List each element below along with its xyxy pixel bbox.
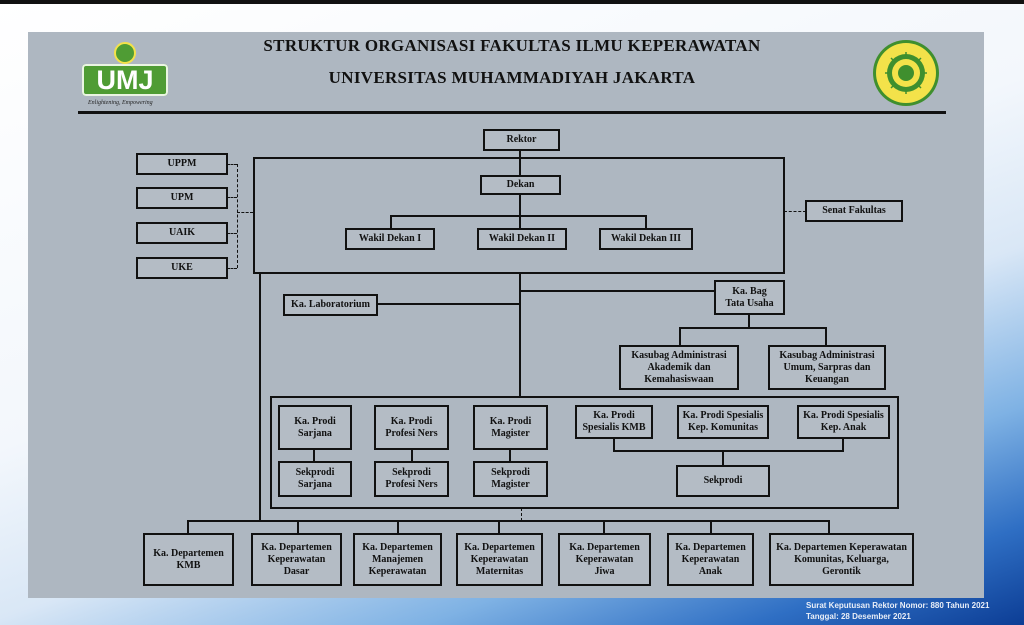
- node-prodi-sarjana: Ka. Prodi Sarjana: [278, 405, 352, 450]
- node-prodi-profesi-ners: Ka. Prodi Profesi Ners: [374, 405, 449, 450]
- node-uppm: UPPM: [136, 153, 228, 175]
- node-laboratorium: Ka. Laboratorium: [283, 294, 378, 316]
- node-prodi-magister: Ka. Prodi Magister: [473, 405, 548, 450]
- node-wakil-dekan-1: Wakil Dekan I: [345, 228, 435, 250]
- node-sekprodi-profesi-ners: Sekprodi Profesi Ners: [374, 461, 449, 497]
- chart-panel: [28, 32, 984, 598]
- top-border: [0, 0, 1024, 4]
- decree-date: Tanggal: 28 Desember 2021: [806, 612, 911, 621]
- dean-group-frame: [253, 157, 785, 274]
- chart-subtitle: UNIVERSITAS MUHAMMADIYAH JAKARTA: [328, 68, 696, 87]
- node-sekprodi-sarjana: Sekprodi Sarjana: [278, 461, 352, 497]
- node-kasubag-akademik: Kasubag Administrasi Akademik dan Kemaha…: [619, 345, 739, 390]
- node-dept-keperawatan-dasar: Ka. Departemen Keperawatan Dasar: [251, 533, 342, 586]
- faculty-seal-icon: [868, 38, 944, 108]
- sun-emblem-icon: [114, 42, 136, 64]
- node-dept-komunitas: Ka. Departemen Keperawatan Komunitas, Ke…: [769, 533, 914, 586]
- study-program-frame: [270, 396, 899, 509]
- node-prodi-spesialis-kmb: Ka. Prodi Spesialis KMB: [575, 405, 653, 439]
- umj-logo: UMJ Enlightening, Empowering: [82, 42, 170, 108]
- node-dept-anak: Ka. Departemen Keperawatan Anak: [667, 533, 754, 586]
- node-dept-jiwa: Ka. Departemen Keperawatan Jiwa: [558, 533, 651, 586]
- logo-wordmark: UMJ: [82, 64, 168, 96]
- node-sekprodi: Sekprodi: [676, 465, 770, 497]
- node-dept-manajemen: Ka. Departemen Manajemen Keperawatan: [353, 533, 442, 586]
- node-prodi-spesialis-komunitas: Ka. Prodi Spesialis Kep. Komunitas: [677, 405, 769, 439]
- node-wakil-dekan-2: Wakil Dekan II: [477, 228, 567, 250]
- node-wakil-dekan-3: Wakil Dekan III: [599, 228, 693, 250]
- header-divider: [78, 111, 946, 114]
- decree-number: Surat Keputusan Rektor Nomor: 880 Tahun …: [806, 601, 990, 610]
- node-sekprodi-magister: Sekprodi Magister: [473, 461, 548, 497]
- node-uke: UKE: [136, 257, 228, 279]
- logo-tagline: Enlightening, Empowering: [88, 100, 153, 106]
- node-dekan: Dekan: [480, 175, 561, 195]
- node-upm: UPM: [136, 187, 228, 209]
- chart-title: STRUKTUR ORGANISASI FAKULTAS ILMU KEPERA…: [263, 36, 761, 55]
- node-tata-usaha: Ka. Bag Tata Usaha: [714, 280, 785, 315]
- node-prodi-spesialis-anak: Ka. Prodi Spesialis Kep. Anak: [797, 405, 890, 439]
- node-rektor: Rektor: [483, 129, 560, 151]
- node-uaik: UAIK: [136, 222, 228, 244]
- node-kasubag-umum: Kasubag Administrasi Umum, Sarpras dan K…: [768, 345, 886, 390]
- node-dept-kmb: Ka. Departemen KMB: [143, 533, 234, 586]
- node-dept-maternitas: Ka. Departemen Keperawatan Maternitas: [456, 533, 543, 586]
- node-senat: Senat Fakultas: [805, 200, 903, 222]
